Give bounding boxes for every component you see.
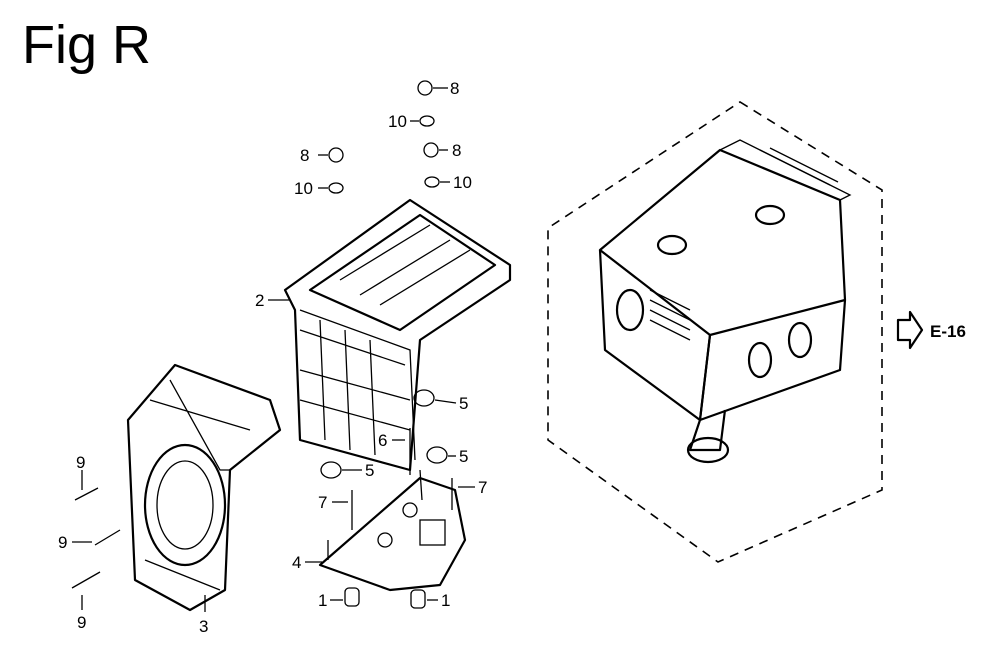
hardware	[71, 80, 453, 609]
callout-7: 7	[318, 493, 327, 512]
callout-8: 8	[450, 79, 459, 98]
callouts: 8 10 8 8 10 10 2 5 6 5 5 7 7 9 9 9 4 3 1…	[58, 79, 487, 636]
callout-10: 10	[388, 112, 407, 131]
callout-1: 1	[318, 591, 327, 610]
leader-lines	[72, 87, 475, 612]
part-3-bracket	[126, 363, 282, 612]
callout-9: 9	[77, 613, 86, 632]
part-2-bracket	[283, 198, 512, 472]
callout-4: 4	[292, 553, 301, 572]
callout-3: 3	[199, 617, 208, 636]
callout-8: 8	[452, 141, 461, 160]
muffler-assembly	[547, 101, 883, 563]
reference-arrow: E-16	[896, 310, 966, 350]
part-4-plate	[318, 476, 467, 592]
callout-5: 5	[459, 394, 468, 413]
callout-10: 10	[294, 179, 313, 198]
callout-9: 9	[76, 453, 85, 472]
callout-2: 2	[255, 291, 264, 310]
figure-title: Fig R	[22, 15, 152, 75]
arrow-right-icon	[896, 310, 924, 350]
callout-6: 6	[378, 431, 387, 450]
callout-5: 5	[459, 447, 468, 466]
callout-1: 1	[441, 591, 450, 610]
callout-8: 8	[300, 146, 309, 165]
callout-9: 9	[58, 533, 67, 552]
callout-7: 7	[478, 478, 487, 497]
callout-5: 5	[365, 461, 374, 480]
reference-label: E-16	[930, 322, 966, 341]
callout-10: 10	[453, 173, 472, 192]
